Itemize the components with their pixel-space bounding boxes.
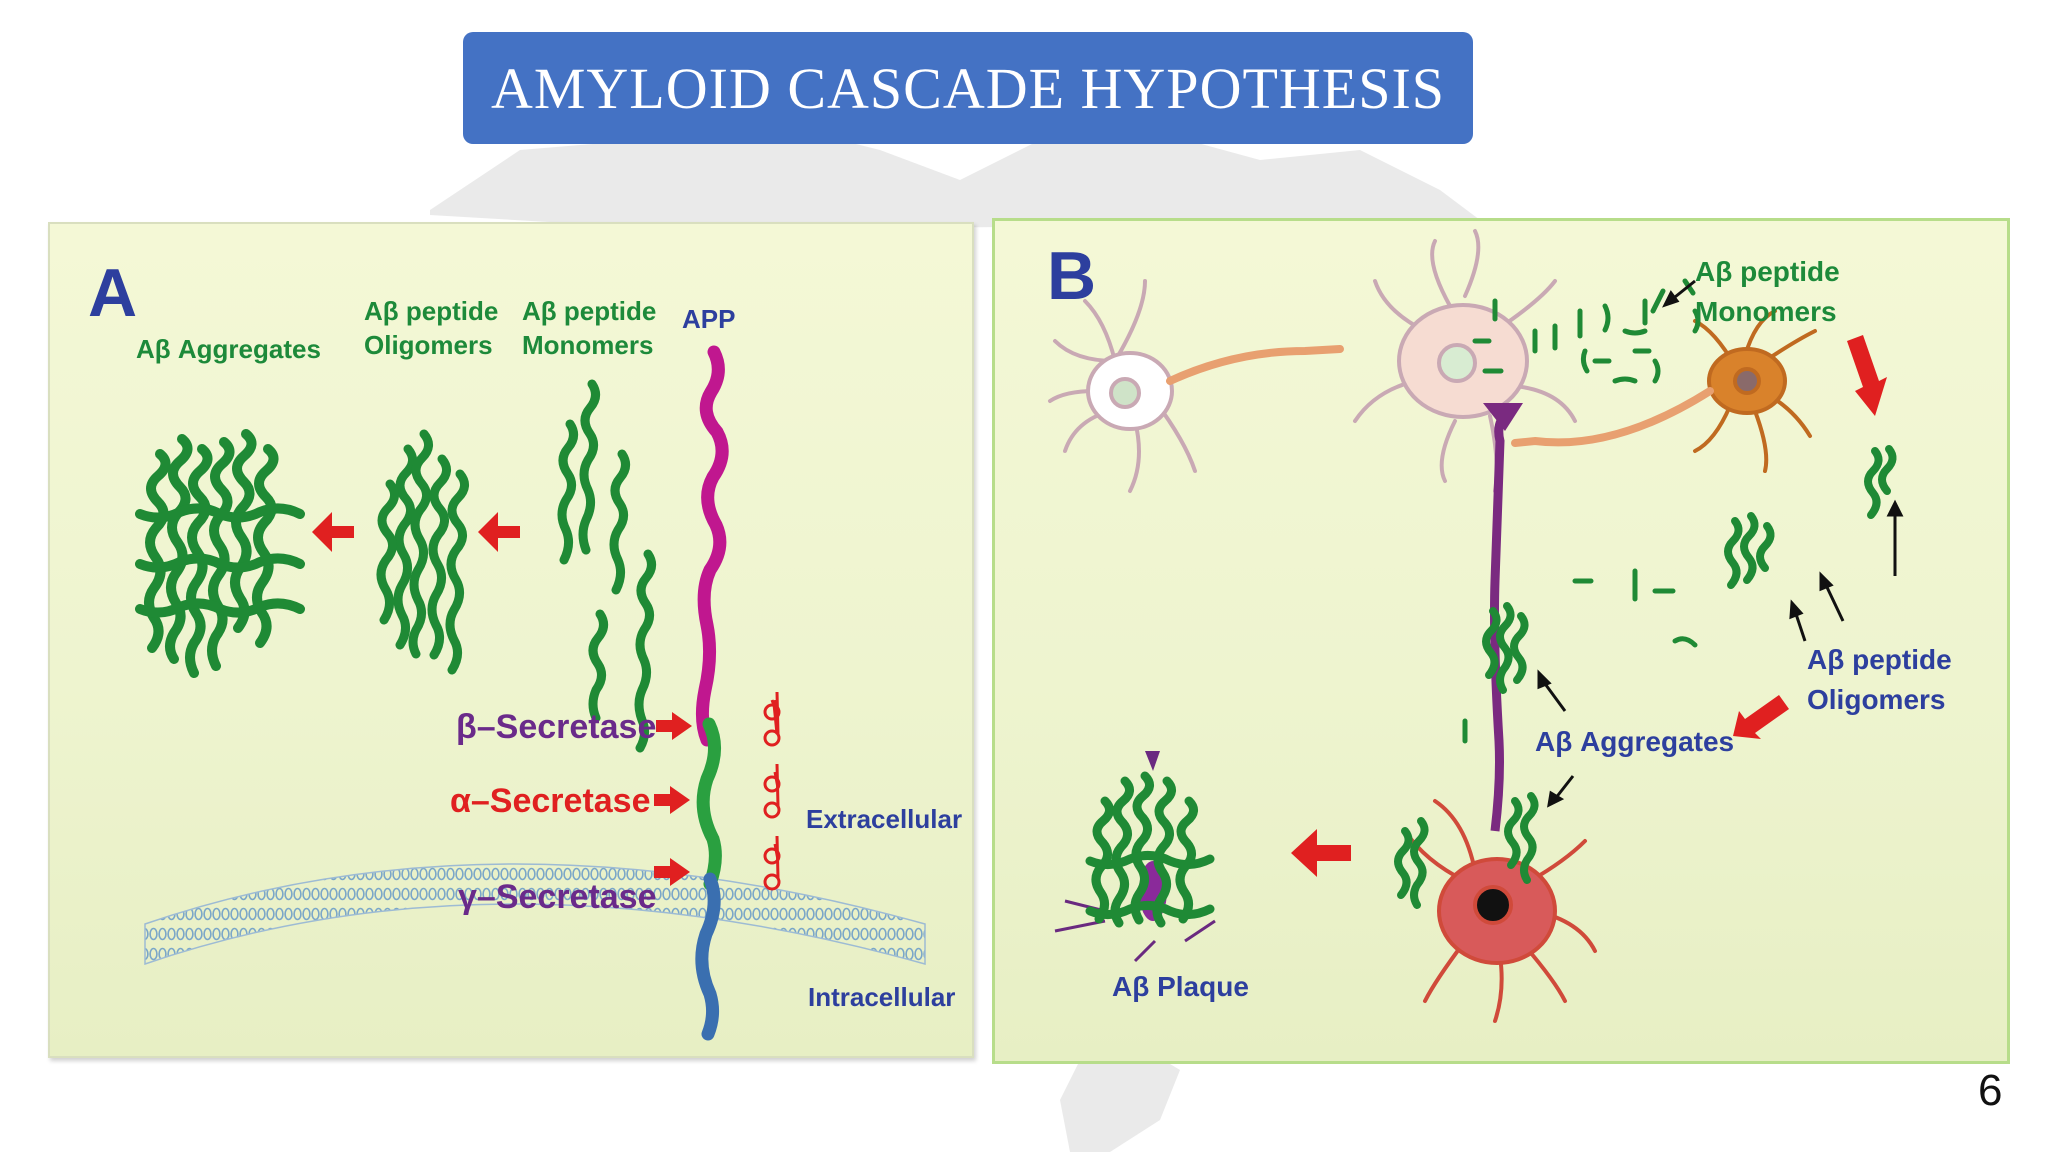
neuron-white — [1048, 279, 1344, 493]
alpha-secretase-label: α–Secretase — [450, 782, 651, 820]
arrow-beta-secretase — [656, 712, 692, 740]
panel-b: B Aβ peptide Monomers Aβ peptide Oligome… — [992, 218, 2010, 1064]
gamma-secretase-label: γ–Secretase — [458, 878, 657, 916]
arrow-alpha-secretase — [654, 786, 690, 814]
panel-b-oligomers-label-line1: Aβ peptide — [1807, 644, 1952, 675]
arrow-oligomers-to-aggregates — [312, 512, 354, 552]
scattered-monomers — [1462, 278, 1701, 744]
aggregates-group — [135, 429, 305, 678]
aggregates-label: Aβ Aggregates — [136, 334, 321, 364]
panel-b-letter: B — [1047, 238, 1096, 314]
panel-b-illustration: B Aβ peptide Monomers Aβ peptide Oligome… — [1047, 229, 1952, 1023]
arrow-gamma-secretase — [654, 858, 690, 886]
page-number: 6 — [1978, 1066, 2003, 1115]
aggregates-on-neurons — [1394, 445, 1897, 909]
scissors-icons — [763, 691, 781, 891]
axon-hillock — [1483, 403, 1523, 431]
arrow-oligomers-to-aggregates — [1733, 695, 1789, 739]
app-label: APP — [682, 304, 735, 334]
arrow-monomers-down — [1847, 335, 1887, 416]
panel-b-monomers-label-line1: Aβ peptide — [1695, 256, 1840, 287]
title-banner: AMYLOID CASCADE HYPOTHESIS — [463, 32, 1473, 144]
scissors-icon-alpha — [763, 763, 781, 819]
panel-b-oligomers-label-line2: Oligomers — [1807, 684, 1945, 715]
cell-membrane — [144, 863, 926, 966]
beta-secretase-label: β–Secretase — [456, 708, 656, 746]
panel-a-red-arrows — [312, 512, 692, 886]
arrow-monomers-to-oligomers — [478, 512, 520, 552]
neuron-red — [1403, 799, 1597, 1023]
panel-b-black-arrows — [1537, 279, 1904, 808]
monomers-group — [557, 379, 656, 753]
neuron-pink — [1353, 229, 1577, 493]
monomers-label-line2: Monomers — [522, 330, 653, 360]
oligomers-label-line1: Aβ peptide — [364, 296, 498, 326]
oligomers-label-line2: Oligomers — [364, 330, 493, 360]
extracellular-label: Extracellular — [806, 804, 962, 834]
panel-a-letter: A — [88, 255, 137, 331]
plaque-cluster — [1054, 751, 1216, 963]
monomers-label-line1: Aβ peptide — [522, 296, 656, 326]
intracellular-label: Intracellular — [808, 982, 955, 1012]
slide-title: AMYLOID CASCADE HYPOTHESIS — [490, 55, 1446, 121]
panel-b-monomers-label-line2: Monomers — [1695, 296, 1837, 327]
panel-b-red-arrows — [1291, 335, 1887, 877]
scissors-icon-gamma — [763, 835, 781, 891]
panel-a: A Aβ Aggregates Aβ peptide Oligomers Aβ … — [48, 222, 974, 1058]
oligomers-group — [376, 429, 469, 675]
panel-b-plaque-label: Aβ Plaque — [1112, 971, 1249, 1002]
panel-a-illustration: A Aβ Aggregates Aβ peptide Oligomers Aβ … — [88, 255, 962, 1041]
neuron-orange — [1511, 309, 1817, 473]
arrow-to-plaque — [1291, 829, 1351, 877]
app-protein — [695, 345, 729, 1041]
scissors-icon-beta — [763, 691, 781, 747]
panel-b-aggregates-label: Aβ Aggregates — [1535, 726, 1734, 757]
